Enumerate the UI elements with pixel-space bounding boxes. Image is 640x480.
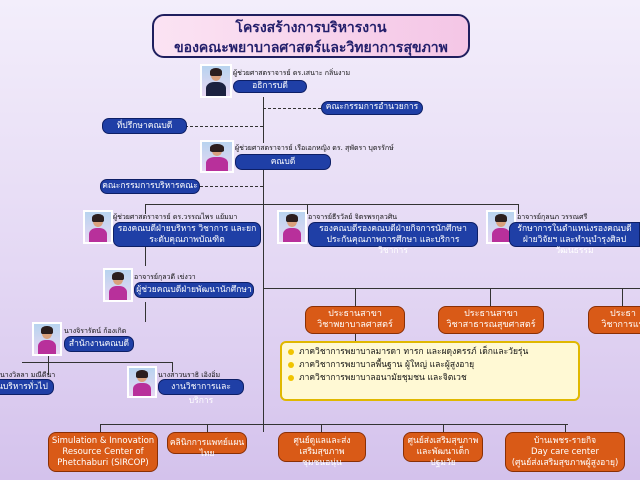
vice-student-box: รองคณบดีรองคณบดีฝ่ายกิจการนักศึกษา ประกั… <box>308 222 478 256</box>
connector <box>321 424 322 432</box>
unit-line: ศูนย์ส่งเสริมสุขภาพ <box>407 436 479 446</box>
unit-daycare-box: บ้านเพชร-รายกิจ Day care center (ศูนย์ส่… <box>505 432 625 472</box>
dashed-connector <box>263 108 321 109</box>
chair-medicine-box: ประธา วิชาการแพ <box>588 306 640 334</box>
unit-line: Resource Center of <box>62 447 144 457</box>
connector <box>22 362 172 363</box>
vice-admin-box: รองคณบดีฝ่ายบริหาร วิชาการ และยกระดับคุณ… <box>113 222 261 247</box>
departments-box: ภาควิชาการพยาบาลมารดา ทารก และผดุงครรภ์ … <box>280 341 580 401</box>
connector <box>263 170 264 432</box>
connector <box>145 204 146 214</box>
connector <box>100 424 101 432</box>
general-box: งานบริหารทั่วไป <box>0 379 54 395</box>
connector <box>263 97 264 143</box>
dashed-connector <box>180 186 263 187</box>
dean-photo <box>200 140 234 173</box>
connector <box>518 204 519 214</box>
chart-title: โครงสร้างการบริหารงาน ของคณะพยาบาลศาสตร์… <box>152 14 470 58</box>
title-line-1: โครงสร้างการบริหารงาน <box>235 20 387 36</box>
unit-line: และพัฒนาเด็กปฐมวัย <box>416 447 470 468</box>
department-label: ภาควิชาการพยาบาลพื้นฐาน ผู้ใหญ่ และผู้สู… <box>299 360 475 370</box>
academic-photo <box>127 366 157 398</box>
department-item: ภาควิชาการพยาบาลพื้นฐาน ผู้ใหญ่ และผู้สู… <box>288 359 572 372</box>
chair-nursing-box: ประธานสาขา วิชาพยาบาลศาสตร์ <box>305 306 405 334</box>
department-label: ภาควิชาการพยาบาลมารดา ทารก และผดุงครรภ์ … <box>299 347 529 357</box>
department-item: ภาควิชาการพยาบาลอนามัยชุมชน และจิตเวช <box>288 372 572 385</box>
unit-line: (ศูนย์ส่งเสริมสุขภาพผู้สูงอายุ) <box>511 458 619 468</box>
connector <box>48 355 49 375</box>
unit-line: ศูนย์ดูแลและส่งเสริมสุขภาพ <box>293 436 351 457</box>
connector <box>145 302 146 322</box>
unit-line: ชุมชนอนุ่น <box>302 458 342 468</box>
academic-box: งานวิชาการและบริการ <box>158 379 244 406</box>
vice-admin-photo <box>83 210 113 244</box>
vice-student-name: อาจารย์ธีรวัลย์ จิตรพรกุลวศิน <box>308 213 398 221</box>
chair-line: ประธานสาขา <box>464 309 518 319</box>
chair-public-health-box: ประธานสาขา วิชาสาธารณสุขศาสตร์ <box>438 306 544 334</box>
connector <box>145 246 146 266</box>
unit-thai-medicine-box: คลินิกการแพทย์แผนไทย <box>167 432 247 459</box>
bullet-icon <box>288 348 294 355</box>
department-label: ภาควิชาการพยาบาลอนามัยชุมชน และจิตเวช <box>299 373 467 383</box>
academic-name: นางสาวนราธิ เอิงอิ่ม <box>158 371 221 379</box>
asst-dean-name: อาจารย์กุลวดี เข่งวา <box>134 273 196 281</box>
unit-sircop-box: Simulation & Innovation Resource Center … <box>48 432 158 472</box>
dean-name: ผู้ช่วยศาสตราจารย์ เรือเอกหญิง ดร. สุพัต… <box>235 144 394 152</box>
unit-line: Simulation & Innovation <box>51 436 155 446</box>
rector-box: อธิการบดี <box>233 80 307 93</box>
dashed-connector <box>185 126 263 127</box>
asst-dean-box: ผู้ช่วยคณบดีฝ่ายพัฒนานักศึกษา <box>134 282 254 298</box>
office-box: สำนักงานคณบดี <box>64 336 134 352</box>
unit-community-health-box: ศูนย์ดูแลและส่งเสริมสุขภาพ ชุมชนอนุ่น <box>278 432 366 468</box>
office-photo <box>32 322 62 356</box>
rector-name: ผู้ช่วยศาสตราจารย์ ดร.เสนาะ กลิ่นงาม <box>233 69 351 77</box>
title-line-2: ของคณะพยาบาลศาสตร์และวิทยาการสุขภาพ <box>174 40 448 56</box>
office-name: นางจิรารัตน์ ก้องเกิด <box>64 327 127 335</box>
unit-line: คลินิกการแพทย์แผนไทย <box>169 438 245 459</box>
committee-promotion-box: คณะกรรมการอำนวยการ <box>321 101 423 115</box>
unit-line: Phetchaburi (SIRCOP) <box>57 458 149 468</box>
bullet-icon <box>288 361 294 368</box>
unit-line: Day care center <box>531 447 599 457</box>
chair-line: วิชาพยาบาลศาสตร์ <box>317 320 393 330</box>
department-item: ภาควิชาการพยาบาลมารดา ทารก และผดุงครรภ์ … <box>288 346 572 359</box>
unit-line: บ้านเพชร-รายกิจ <box>533 436 597 446</box>
vice-acting-box: รักษาการในตำแหน่งรองคณบดีฝ่ายวิจัยฯ และท… <box>509 222 640 256</box>
chair-line: วิชาการแพ <box>601 320 640 330</box>
connector <box>307 204 308 214</box>
advisor-box: ที่ปรึกษาคณบดี <box>102 118 187 134</box>
vice-admin-name: ผู้ช่วยศาสตราจารย์ ดร.วรรณไพร แย้มมา <box>113 213 238 221</box>
connector <box>622 288 623 306</box>
connector <box>490 288 491 306</box>
connector <box>443 424 444 432</box>
chair-line: ประธา <box>610 309 636 319</box>
connector <box>145 204 518 205</box>
vice-acting-name: อาจารย์กุลนภ วรรณศรี <box>517 213 588 221</box>
connector <box>263 288 640 289</box>
chair-line: ประธานสาขา <box>328 309 382 319</box>
dean-box: คณบดี <box>235 154 331 170</box>
general-name: นางวิลลา มณีดีนา <box>0 371 56 379</box>
connector <box>355 333 356 343</box>
bullet-icon <box>288 374 294 381</box>
unit-child-dev-box: ศูนย์ส่งเสริมสุขภาพ และพัฒนาเด็กปฐมวัย <box>403 432 483 468</box>
connector <box>355 288 356 306</box>
connector <box>172 362 173 372</box>
connector <box>100 424 568 425</box>
exec-committee-box: คณะกรรมการบริหารคณะ <box>100 179 200 194</box>
connector <box>565 424 566 432</box>
rector-photo <box>200 64 232 98</box>
chair-line: วิชาสาธารณสุขศาสตร์ <box>446 320 536 330</box>
connector <box>207 424 208 432</box>
vice-student-photo <box>277 210 307 244</box>
asst-dean-photo <box>103 268 133 302</box>
